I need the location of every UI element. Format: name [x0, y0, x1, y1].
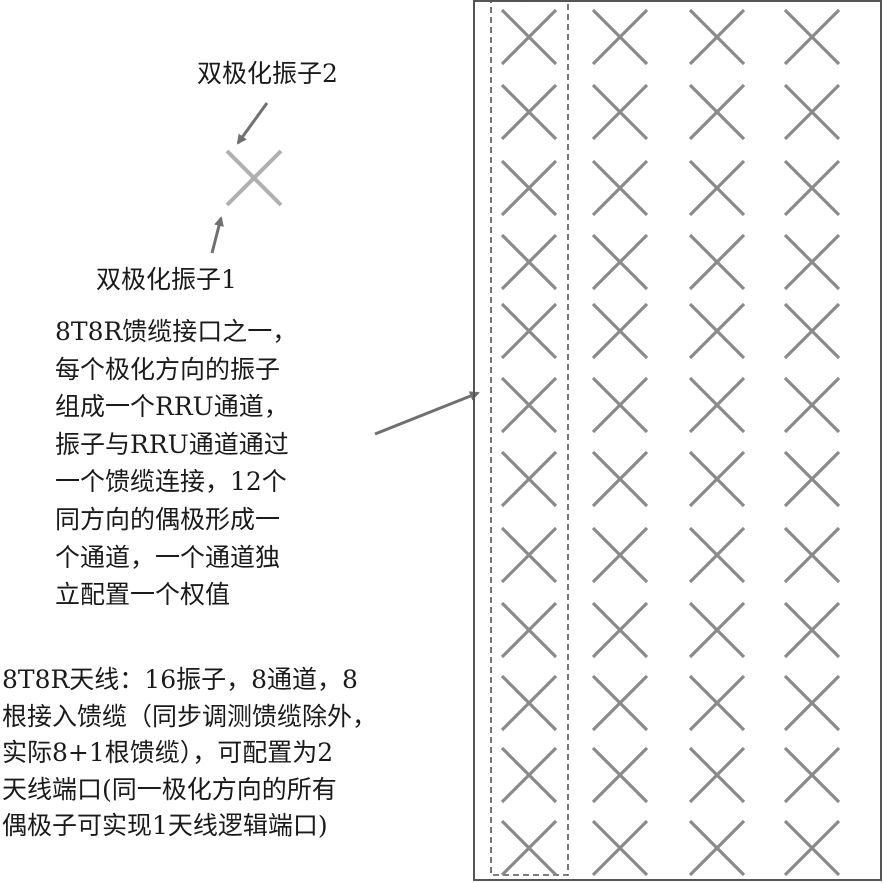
cross-dipole-icon: [500, 376, 558, 434]
cross-dipole-icon: [688, 526, 746, 584]
dipole-1-arm: [225, 149, 283, 207]
cross-dipole-icon: [500, 746, 558, 804]
dipole-1-label: 双极化振子1: [96, 265, 237, 294]
cross-dipole-icon: [500, 233, 558, 291]
cross-dipole-icon: [500, 302, 558, 360]
cross-dipole-icon: [591, 233, 649, 291]
cross-dipole-icon: [591, 159, 649, 217]
arrow-to-dipole-1: [210, 216, 224, 254]
cross-dipole-icon: [783, 601, 841, 659]
cross-dipole-icon: [688, 233, 746, 291]
cross-dipole-icon: [591, 376, 649, 434]
dipole-illustration: [225, 149, 283, 207]
cross-dipole-icon: [591, 8, 649, 66]
antenna-panel-frame: [473, 0, 882, 881]
cross-dipole-icon: [688, 819, 746, 877]
cross-dipole-icon: [591, 302, 649, 360]
cross-dipole-icon: [500, 526, 558, 584]
cross-dipole-icon: [783, 819, 841, 877]
cross-dipole-icon: [500, 674, 558, 732]
interface-description: 8T8R馈缆接口之一， 每个极化方向的振子 组成一个RRU通道， 振子与RRU通…: [55, 317, 298, 610]
cross-dipole-icon: [783, 233, 841, 291]
cross-dipole-icon: [688, 376, 746, 434]
antenna-description: 8T8R天线：16振子，8通道，8 根接入馈缆（同步调测馈缆除外， 实际8+1根…: [2, 665, 378, 840]
cross-dipole-icon: [591, 601, 649, 659]
channel-highlight-box: [490, 0, 569, 876]
cross-dipole-icon: [688, 450, 746, 508]
cross-dipole-icon: [591, 674, 649, 732]
cross-dipole-icon: [688, 674, 746, 732]
cross-dipole-icon: [783, 450, 841, 508]
cross-dipole-icon: [783, 302, 841, 360]
cross-dipole-icon: [783, 376, 841, 434]
cross-dipole-icon: [688, 746, 746, 804]
cross-dipole-icon: [591, 450, 649, 508]
dipole-2-label: 双极化振子2: [197, 59, 338, 88]
cross-dipole-icon: [688, 302, 746, 360]
arrow-to-antenna-column: [374, 391, 480, 436]
cross-dipole-icon: [783, 674, 841, 732]
cross-dipole-icon: [688, 8, 746, 66]
cross-dipole-icon: [688, 83, 746, 141]
cross-dipole-icon: [591, 83, 649, 141]
cross-dipole-icon: [500, 450, 558, 508]
cross-dipole-icon: [591, 526, 649, 584]
cross-dipole-icon: [783, 8, 841, 66]
antenna-element-grid: [500, 8, 841, 877]
cross-dipole-icon: [783, 746, 841, 804]
cross-dipole-icon: [500, 83, 558, 141]
cross-dipole-icon: [783, 159, 841, 217]
cross-dipole-icon: [500, 159, 558, 217]
cross-dipole-icon: [500, 601, 558, 659]
cross-dipole-icon: [688, 601, 746, 659]
cross-dipole-icon: [500, 819, 558, 877]
cross-dipole-icon: [591, 746, 649, 804]
cross-dipole-icon: [591, 819, 649, 877]
cross-dipole-icon: [688, 159, 746, 217]
cross-dipole-icon: [783, 83, 841, 141]
arrow-to-dipole-2: [236, 102, 269, 145]
cross-dipole-icon: [500, 8, 558, 66]
cross-dipole-icon: [783, 526, 841, 584]
